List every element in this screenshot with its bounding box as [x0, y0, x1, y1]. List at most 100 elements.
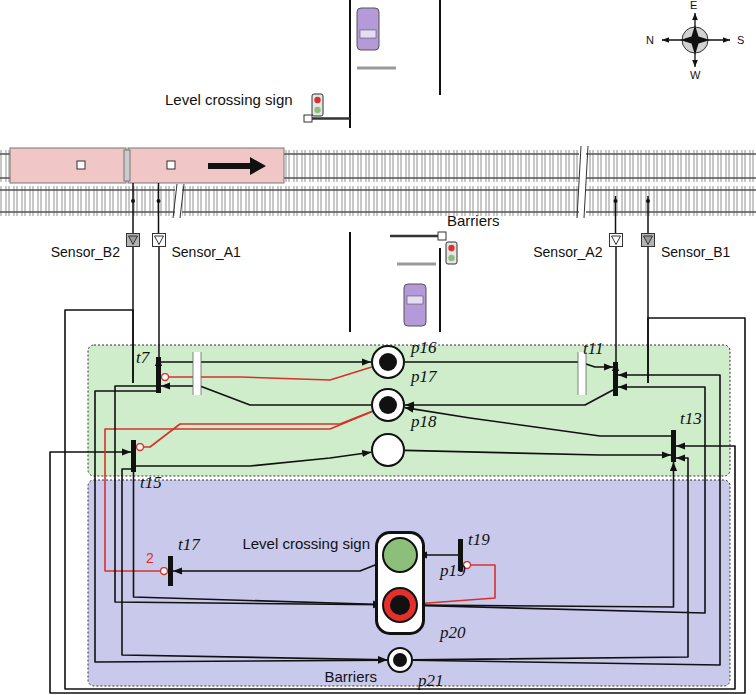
- node-label: Level crossing sign: [242, 536, 370, 551]
- sensor: Sensor_B2: [51, 233, 140, 383]
- arc: [122, 469, 387, 660]
- arc: [413, 375, 720, 665]
- token: [379, 353, 397, 371]
- arc: [418, 554, 458, 556]
- compass-rose: [680, 25, 710, 55]
- node-label: p16: [411, 339, 437, 356]
- level-crossing-sign-symbol: [312, 117, 350, 120]
- node-label: t13: [680, 410, 702, 427]
- sensor-symbol: [642, 234, 655, 247]
- barrier-symbol: [438, 232, 446, 240]
- arc: [65, 310, 735, 689]
- token: [379, 396, 397, 414]
- road: [439, 0, 441, 95]
- car: [404, 284, 426, 326]
- transition-bar: t7: [156, 357, 161, 393]
- train: [208, 157, 266, 175]
- sensor-symbol: [641, 233, 655, 383]
- traffic-light-box: Level crossing signp19p20: [378, 534, 422, 632]
- compass-letter: E: [690, 0, 697, 11]
- sensor-symbol: [611, 236, 620, 245]
- train: [124, 150, 130, 181]
- part-name: Barriers: [447, 213, 500, 228]
- node-label: p17: [411, 368, 437, 385]
- arc: [95, 391, 387, 662]
- barrier-symbol: [446, 242, 457, 264]
- arc-weight: 2: [146, 551, 154, 565]
- node-label: t7: [136, 349, 149, 366]
- train: [10, 148, 284, 183]
- level-crossing-sign-symbol: [314, 107, 320, 113]
- arc-break: [201, 352, 202, 395]
- token: [390, 595, 410, 615]
- sensor-label: Sensor_B1: [661, 233, 730, 383]
- road: [349, 0, 351, 128]
- node-label: t11: [583, 340, 603, 357]
- sensor-label: Sensor_B2: [51, 233, 120, 383]
- arc: [134, 472, 383, 604]
- transition-bar: t19: [458, 539, 463, 571]
- level-crossing-sign-symbol: [314, 97, 320, 103]
- track-break: [577, 146, 581, 218]
- stop-line: [397, 263, 436, 266]
- stop-line: [357, 67, 396, 70]
- train: [10, 148, 126, 183]
- node-label: t17: [178, 536, 200, 553]
- sensor-contact: [646, 199, 650, 203]
- barrier-symbol: [390, 235, 438, 238]
- arc: [418, 462, 674, 607]
- transition-bar: t11: [613, 362, 618, 396]
- node-label: p21: [418, 672, 444, 689]
- place-circle: p21Barriers: [387, 647, 413, 673]
- sensor-symbol: [132, 247, 134, 383]
- arc-break: [578, 352, 586, 395]
- sensor-contact: [157, 199, 161, 203]
- track: [0, 189, 756, 191]
- token: [393, 653, 407, 667]
- road: [439, 248, 441, 332]
- car: [357, 8, 379, 50]
- arc: [161, 361, 371, 363]
- sensor: Sensor_A2: [533, 233, 622, 383]
- sensor-symbol: [154, 236, 163, 245]
- track: [0, 186, 756, 216]
- sensor-wire: [158, 183, 160, 233]
- compass-letter: W: [690, 70, 700, 81]
- sensor: Sensor_B1: [641, 233, 730, 383]
- place-circle: p20: [382, 587, 418, 623]
- sensor-symbol: [127, 234, 140, 247]
- compass-letter: N: [646, 35, 654, 46]
- compass-rose: [662, 13, 730, 67]
- track-break: [173, 184, 177, 218]
- node-label: p20: [440, 624, 466, 641]
- place-circle: p18: [371, 433, 405, 467]
- sensor-symbol: [609, 234, 622, 247]
- train: [128, 148, 284, 183]
- arc: [418, 387, 705, 613]
- node-label: p18: [411, 413, 437, 430]
- arc-break: [193, 352, 194, 395]
- arc-break: [586, 352, 587, 395]
- train: [77, 161, 85, 169]
- place-circle: p16: [371, 345, 405, 379]
- node-caption: Barriers: [324, 669, 377, 684]
- track-break: [180, 184, 184, 218]
- sensor-symbol: [129, 236, 138, 245]
- car: [357, 8, 379, 50]
- track: [0, 211, 756, 213]
- sensor-symbol: [609, 233, 623, 383]
- train: [167, 161, 175, 169]
- sensor-symbol: [644, 236, 653, 245]
- barrier-symbol: [448, 255, 454, 261]
- arc: [413, 458, 688, 660]
- level-crossing-sign-symbol: [312, 94, 323, 116]
- sensor-contact: [131, 199, 135, 203]
- sensor-symbol: [152, 234, 165, 247]
- transition-bar: t13: [671, 430, 676, 462]
- sensor-wire: [132, 183, 134, 233]
- green-panel: [88, 345, 730, 476]
- sensor-contact: [614, 199, 618, 203]
- barrier-symbol: [448, 245, 454, 251]
